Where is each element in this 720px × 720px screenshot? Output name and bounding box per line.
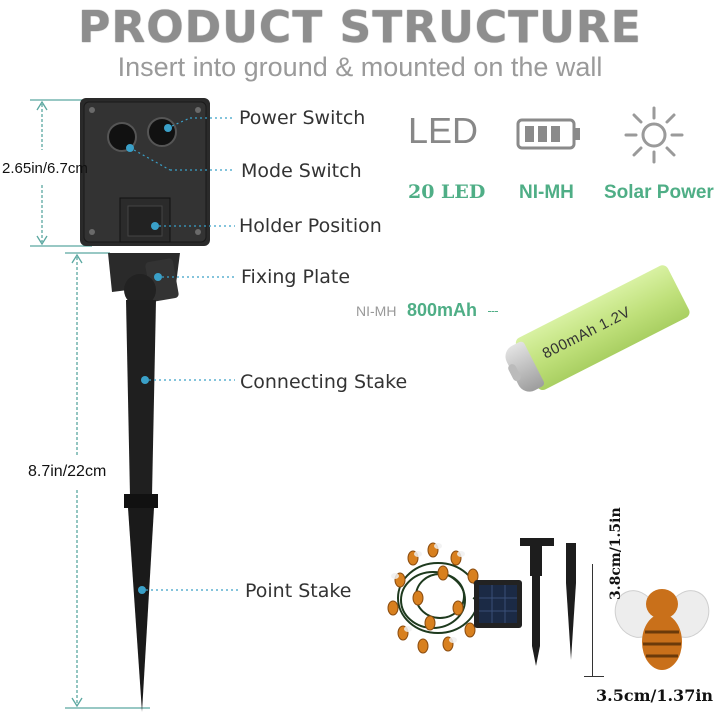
led-count-label: 20 LED: [408, 181, 486, 203]
fixing-plate-label: Fixing Plate: [241, 266, 351, 288]
callout-dots: [126, 124, 172, 594]
bee-bulb-closeup: [614, 589, 710, 670]
panel-height-label: 2.65in/6.7cm: [2, 160, 88, 177]
stake-assembly: [108, 253, 180, 712]
point-stake-label: Point Stake: [245, 580, 352, 602]
bee-height-line: [584, 676, 604, 677]
power-switch-label: Power Switch: [239, 107, 366, 129]
holder-position-label: Holder Position: [239, 215, 382, 237]
page-subtitle: Insert into ground & mounted on the wall: [117, 52, 603, 82]
stake-dimension-line: [65, 252, 150, 709]
bee-height-vline: [592, 564, 593, 676]
product-photo: [387, 538, 576, 666]
bee-width-label: 3.5cm/1.37in: [596, 686, 714, 705]
stake-height-label: 8.7in/22cm: [28, 463, 107, 480]
solar-panel-box: [80, 98, 210, 246]
page-title: PRODUCT STRUCTURE: [78, 2, 642, 53]
connecting-stake-label: Connecting Stake: [240, 371, 408, 393]
battery-capacity-caption: 800mAh: [407, 300, 478, 320]
battery-leader-line: [488, 311, 498, 312]
battery-type-caption: NI-MH: [356, 303, 397, 319]
battery-icon: [516, 118, 580, 150]
solar-power-label: Solar Power: [604, 182, 714, 203]
mode-switch-label: Mode Switch: [241, 160, 362, 182]
sun-icon: [624, 106, 684, 164]
battery-type-label: NI-MH: [519, 182, 574, 203]
bee-height-label: 3.8cm/1.5in: [608, 507, 624, 600]
callout-lines: [133, 117, 240, 591]
led-text-icon: LED: [408, 110, 479, 151]
